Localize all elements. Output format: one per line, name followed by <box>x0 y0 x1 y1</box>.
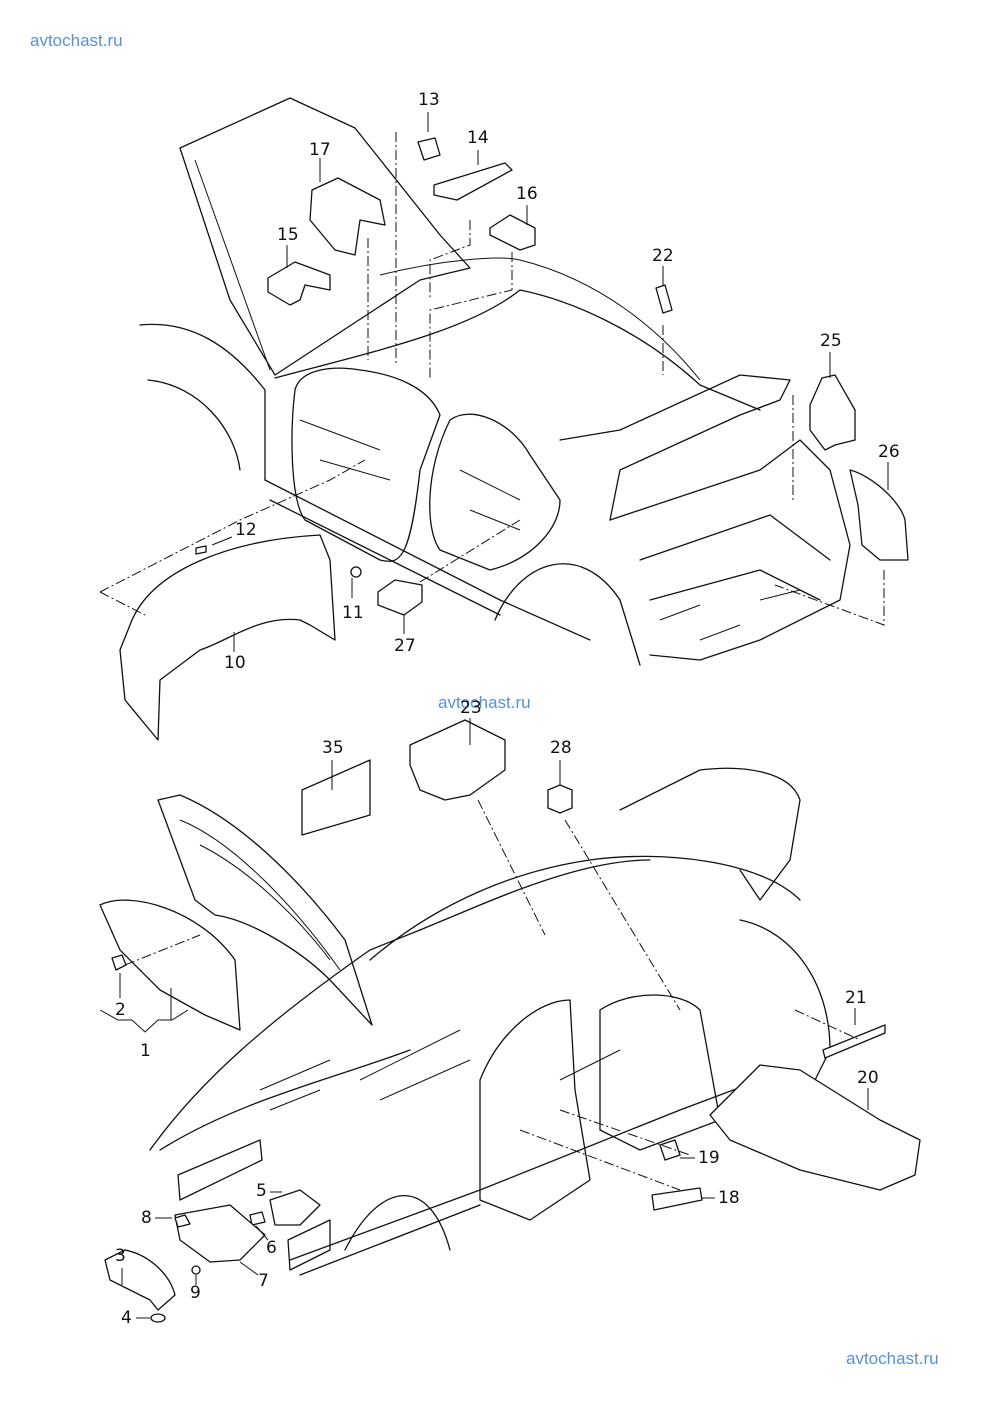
upper-car-body <box>139 97 851 666</box>
upper-loose-parts <box>119 137 909 741</box>
callout-25: 25 <box>820 331 842 351</box>
callout-20: 20 <box>857 1068 879 1088</box>
callout-9: 9 <box>190 1283 201 1303</box>
callout-7: 7 <box>258 1271 269 1291</box>
callout-21: 21 <box>845 988 867 1008</box>
callout-16: 16 <box>516 184 538 204</box>
watermark-bottom: avtochast.ru <box>846 1349 939 1368</box>
callout-12: 12 <box>235 520 257 540</box>
callout-10: 10 <box>224 653 246 673</box>
callout-1: 1 <box>140 1041 151 1061</box>
callout-6: 6 <box>266 1238 277 1258</box>
watermark-middle: avtochast.ru <box>438 693 531 712</box>
callout-19: 19 <box>698 1148 720 1168</box>
callout-leaders <box>99 112 889 1319</box>
callout-23: 23 <box>460 698 482 718</box>
callout-26: 26 <box>878 442 900 462</box>
callout-15: 15 <box>277 225 299 245</box>
callout-28: 28 <box>550 738 572 758</box>
callout-35: 35 <box>322 738 344 758</box>
upper-leader-lines <box>99 132 885 626</box>
callout-27: 27 <box>394 636 416 656</box>
callout-4: 4 <box>121 1308 132 1328</box>
lower-car-body <box>99 767 831 1276</box>
callout-2: 2 <box>115 1000 126 1020</box>
callout-14: 14 <box>467 128 489 148</box>
callout-5: 5 <box>256 1181 267 1201</box>
callout-8: 8 <box>141 1208 152 1228</box>
callout-13: 13 <box>418 90 440 110</box>
callout-22: 22 <box>652 246 674 266</box>
callout-11: 11 <box>342 603 364 623</box>
lower-loose-parts <box>104 719 921 1323</box>
watermark-top: avtochast.ru <box>30 31 123 50</box>
lower-leader-lines <box>124 799 861 1191</box>
callout-3: 3 <box>115 1246 126 1266</box>
callout-17: 17 <box>309 140 331 160</box>
callout-18: 18 <box>718 1188 740 1208</box>
